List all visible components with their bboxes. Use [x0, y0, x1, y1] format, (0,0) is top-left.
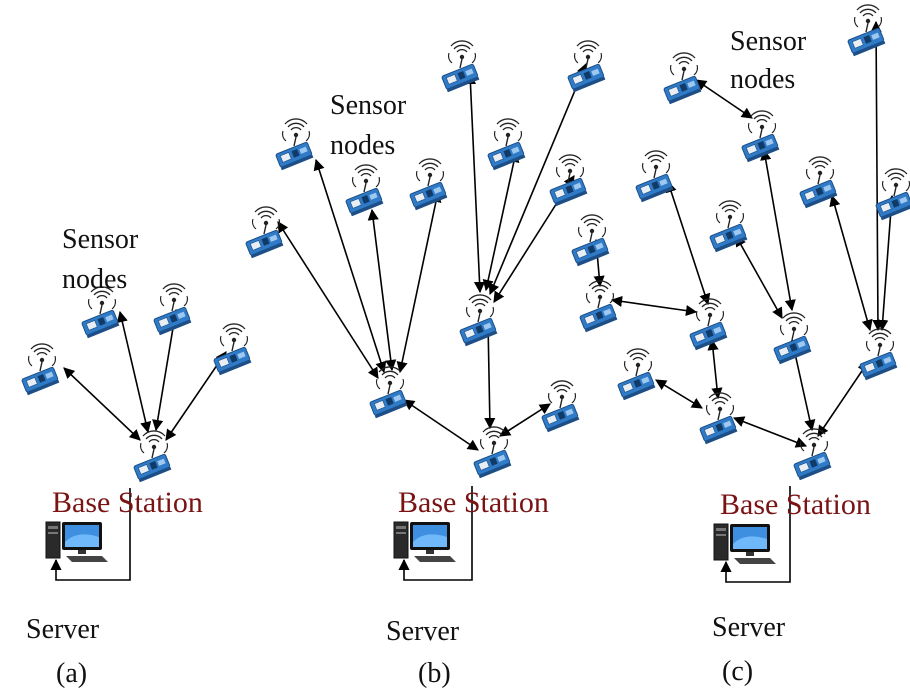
sensor-node-icon [798, 156, 839, 209]
sensor-label-line1: Sensor [62, 224, 139, 255]
sensor-label-line2: nodes [730, 64, 795, 95]
sensor-node-icon [578, 280, 619, 333]
base-station-node-icon [792, 428, 833, 481]
sensor-node-icon [874, 168, 910, 221]
base-station-label: Base Station [398, 486, 549, 519]
sensor-label-line1: Sensor [730, 26, 807, 57]
sensor-node-icon [740, 110, 781, 163]
panel-caption: (c) [722, 656, 753, 687]
sensor-label: Sensor nodes [330, 90, 413, 161]
base-station-label: Base Station [720, 488, 871, 521]
base-station-label: Base Station [52, 486, 203, 519]
edges-b [277, 62, 588, 581]
sensor-node-icon [440, 40, 481, 93]
sensor-label: Sensor nodes [730, 26, 813, 95]
sensor-node-icon [772, 312, 813, 365]
server-computer-icon [393, 521, 457, 563]
sensor-node-icon [548, 154, 589, 207]
sensor-node-icon [486, 118, 527, 171]
sensor-node-icon [570, 214, 611, 267]
server-computer-icon [713, 523, 777, 565]
sensor-label-line1: Sensor [330, 90, 407, 121]
panel-caption: (b) [418, 658, 451, 689]
sensor-node-icon [458, 294, 499, 347]
sensor-node-icon [212, 323, 253, 376]
sensor-node-icon [698, 392, 739, 445]
base-station-node-icon [472, 426, 513, 479]
sensor-node-icon [274, 118, 315, 171]
sensor-node-icon [634, 150, 675, 203]
panel-a: Sensor nodes Base Station Server (a) [20, 224, 253, 689]
server-computer-icon [45, 521, 109, 563]
sensor-node-icon [858, 328, 899, 381]
panel-b: Sensor nodes Base Station Server (b) [244, 40, 607, 689]
sensor-node-icon [20, 343, 61, 396]
sensor-node-icon [344, 164, 385, 217]
sensor-node-icon [566, 40, 607, 93]
panel-caption: (a) [56, 658, 87, 689]
sensor-node-icon [688, 298, 729, 351]
server-label: Server [712, 612, 786, 643]
sensor-node-icon [244, 206, 285, 259]
panel-c: Sensor nodes Base Station Server (c) [570, 4, 910, 687]
sensor-node-icon [616, 348, 657, 401]
sensor-label-line2: nodes [330, 130, 395, 161]
sensor-node-icon [152, 283, 193, 336]
sensor-node-icon [662, 52, 703, 105]
sensor-node-icon [846, 4, 887, 57]
server-label: Server [26, 614, 100, 645]
sensor-node-icon [408, 158, 449, 211]
sensor-label: Sensor nodes [62, 224, 145, 295]
sensor-label-line2: nodes [62, 264, 127, 295]
server-label: Server [386, 616, 460, 647]
